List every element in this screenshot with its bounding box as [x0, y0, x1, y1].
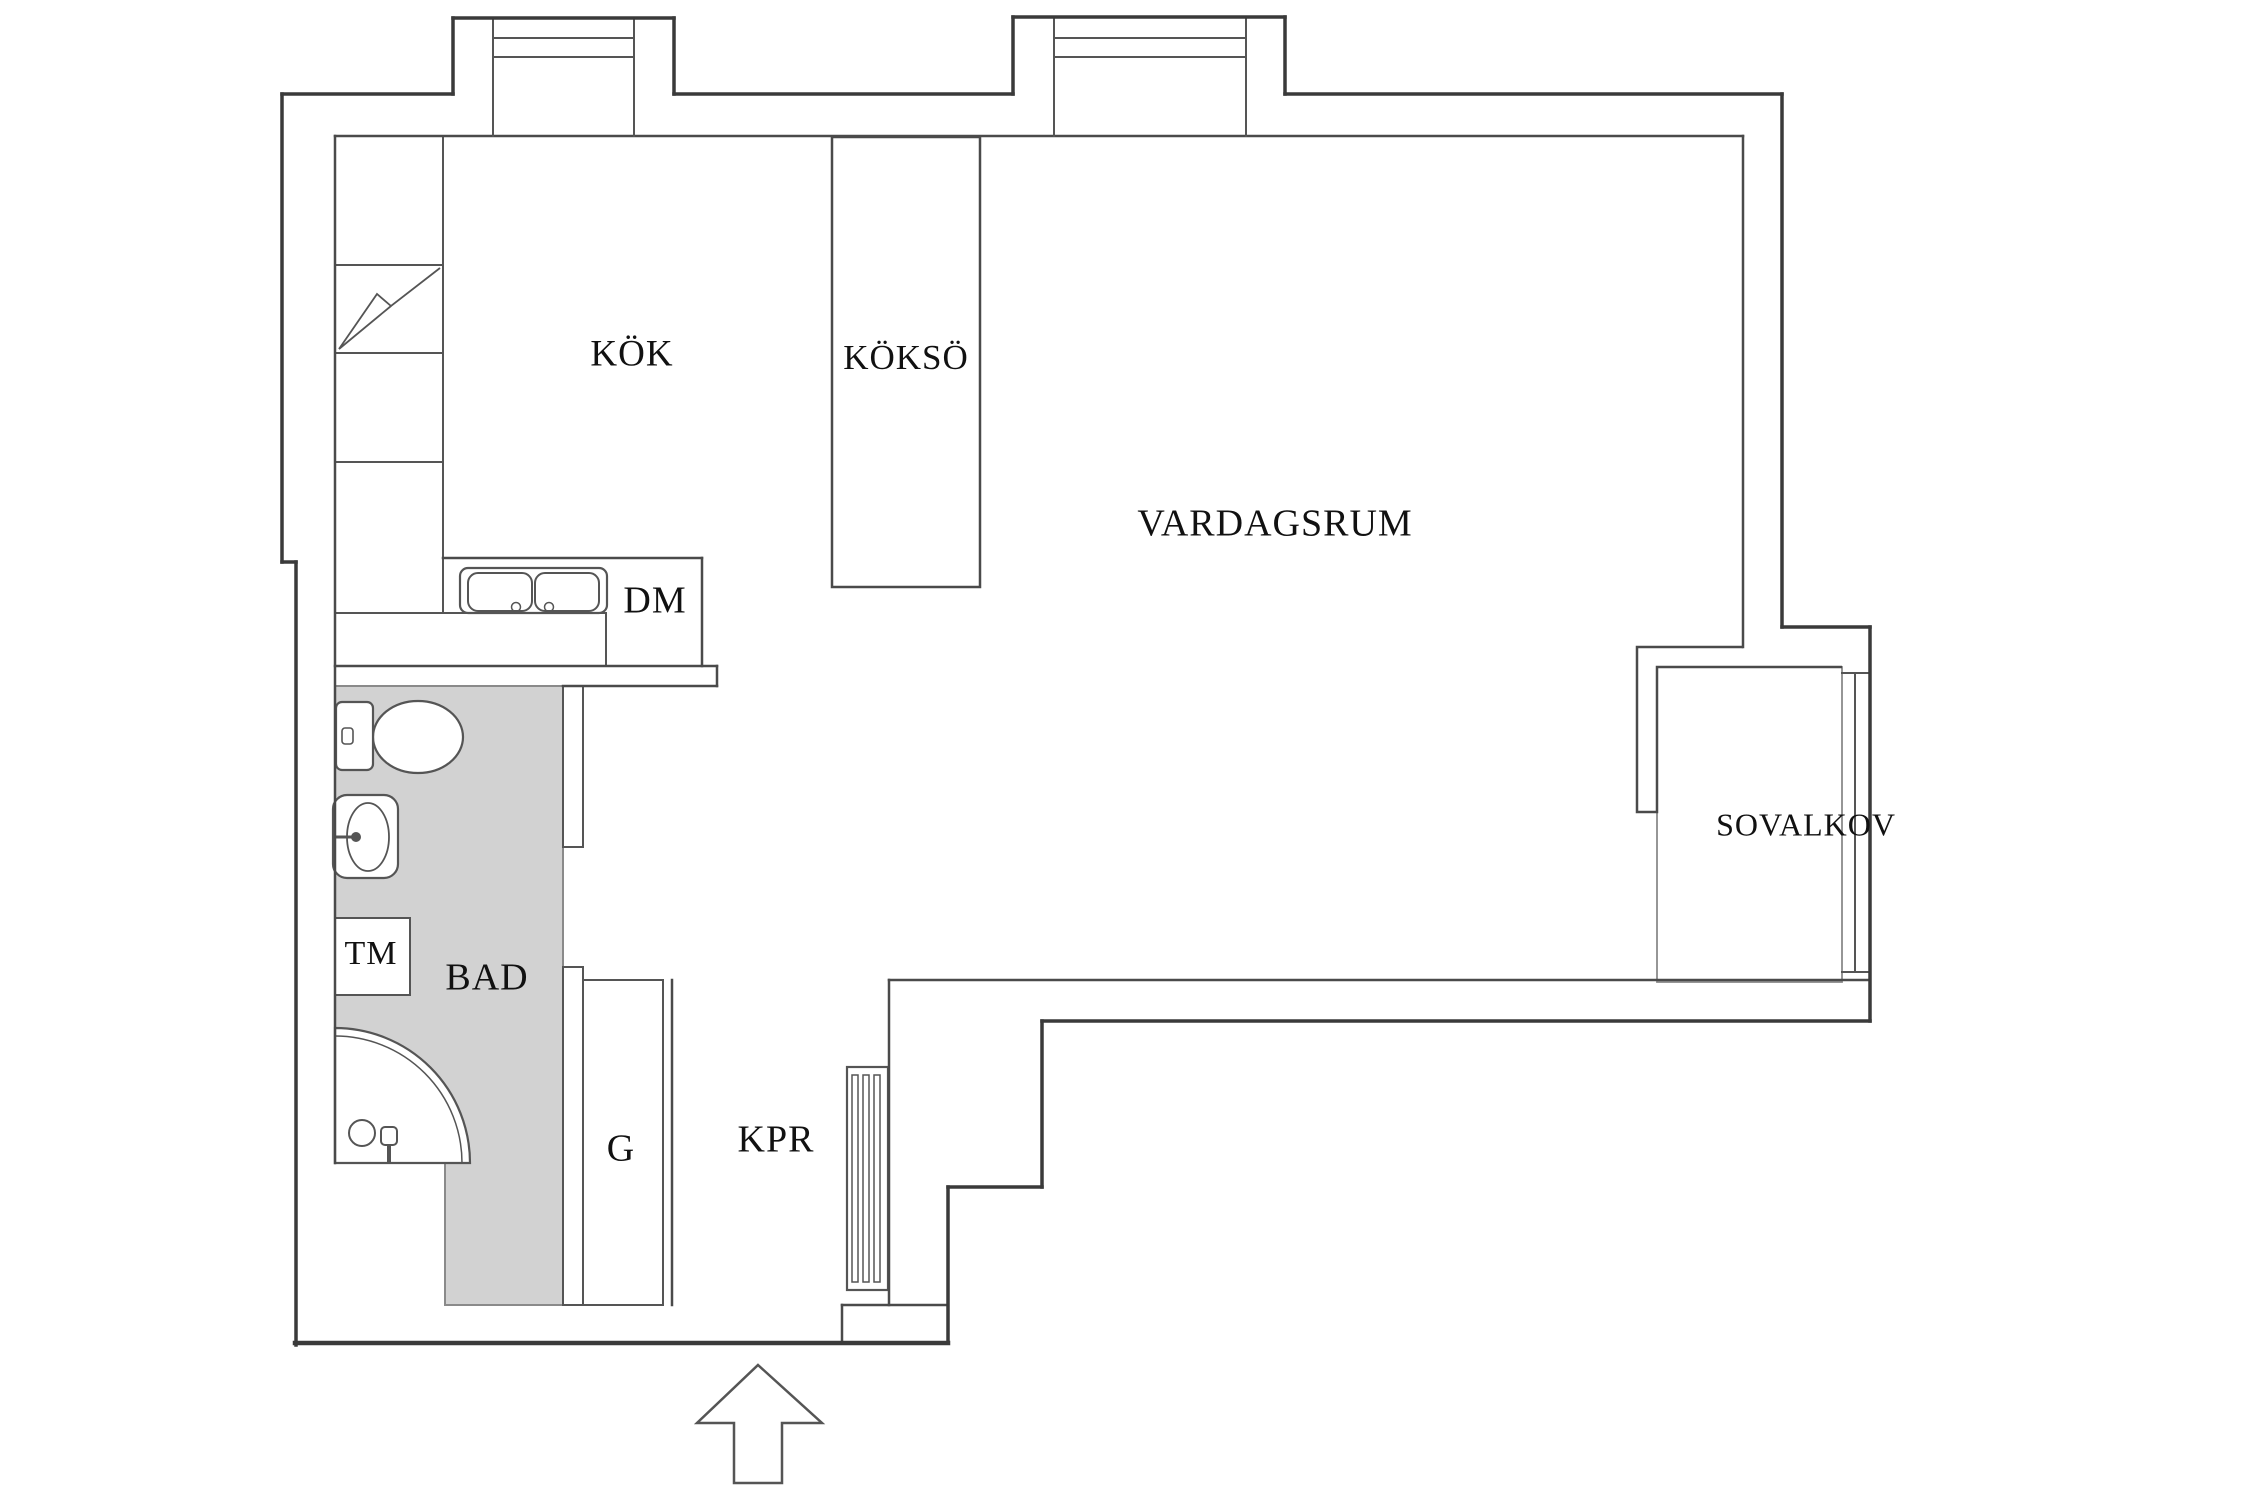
radiator-bar-icon	[862, 1074, 870, 1283]
bathroom-wall	[562, 966, 584, 1306]
room-label-kok: KÖK	[590, 333, 673, 374]
entry-arrow-icon	[693, 1363, 826, 1485]
kitchen-cabinet	[334, 135, 444, 266]
room-label-sovalkov: SOVALKOV	[1716, 806, 1896, 842]
shower-head-icon	[348, 1119, 376, 1147]
shower-door-inner-arc-icon	[334, 1035, 463, 1164]
room-label-dm: DM	[623, 580, 686, 622]
room-label-kpr: KPR	[738, 1119, 815, 1161]
radiator-icon	[845, 1065, 890, 1292]
radiator-bar-icon	[851, 1074, 859, 1283]
sink-faucet-icon	[510, 601, 522, 613]
washbasin-knob-icon	[351, 832, 361, 842]
electric-panel-icon	[338, 305, 392, 350]
closet-g	[582, 979, 664, 1306]
shower-mixer-icon	[380, 1126, 398, 1146]
sink-faucet-icon	[543, 601, 555, 613]
toilet-bowl-icon	[371, 699, 465, 775]
bathroom-wall	[562, 685, 584, 848]
radiator-bar-icon	[873, 1074, 881, 1283]
room-label-kokso: KÖKSÖ	[843, 338, 969, 377]
kitchen-cabinet	[334, 352, 444, 463]
kitchen-counter	[334, 612, 607, 667]
room-label-g: G	[607, 1128, 635, 1170]
room-label-bad: BAD	[445, 957, 528, 999]
kitchen-island	[830, 135, 982, 589]
sink-basin-icon	[467, 572, 533, 612]
sink-basin-icon	[534, 572, 600, 612]
sovalkov-partition-wall	[1635, 645, 1842, 814]
toilet-button-icon	[341, 727, 354, 745]
room-label-vardagsrum: VARDAGSRUM	[1137, 503, 1412, 545]
kitchen-cabinet	[334, 461, 444, 614]
room-label-tm: TM	[345, 935, 398, 972]
electric-panel-icon	[338, 267, 441, 350]
